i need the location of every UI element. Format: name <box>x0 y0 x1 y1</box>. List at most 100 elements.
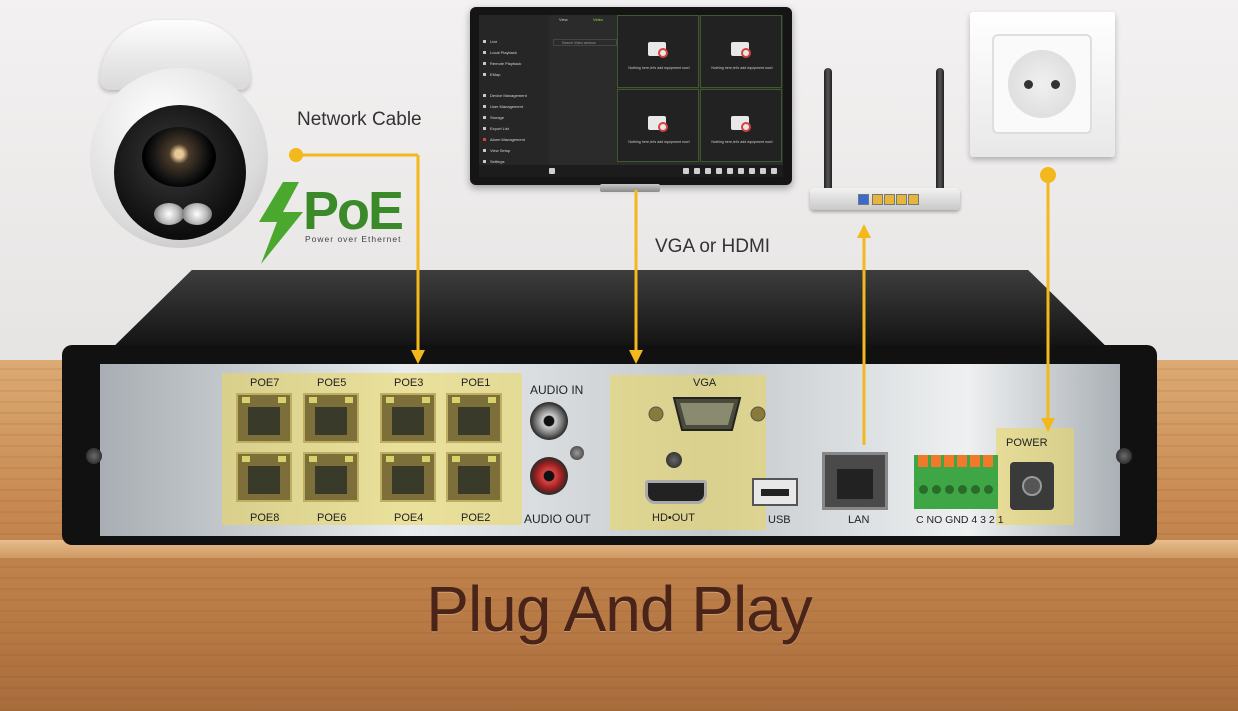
vga-port <box>648 397 766 431</box>
lan-port <box>822 452 888 510</box>
power-jack <box>1010 462 1054 510</box>
user-icon <box>483 105 486 109</box>
vga-hdmi-label: VGA or HDMI <box>655 236 771 257</box>
sidebar-item-remote-playback[interactable]: Remote Playback <box>483 61 521 66</box>
storage-icon <box>483 116 486 120</box>
nvr-ui-toolbar <box>479 165 783 177</box>
layout-1-icon[interactable] <box>683 168 689 174</box>
port-led <box>488 456 496 462</box>
device-icon <box>483 94 486 98</box>
port-led <box>309 397 317 403</box>
view-icon <box>483 149 486 153</box>
sidebar-item-local-playback[interactable]: Local Playback <box>483 50 517 55</box>
monitor-screen: Live Local Playback Remote Playback EMap… <box>479 15 783 177</box>
monitor: Live Local Playback Remote Playback EMap… <box>470 7 792 185</box>
search-icon <box>741 48 751 58</box>
sidebar-item-export-list[interactable]: Export List <box>483 126 509 131</box>
poe1-label: POE1 <box>461 377 491 389</box>
grid-icon[interactable] <box>771 168 777 174</box>
router-body <box>810 188 960 210</box>
live-icon <box>483 40 486 44</box>
socket-hole-left <box>1024 80 1033 89</box>
port-led <box>452 456 460 462</box>
port-led <box>309 456 317 462</box>
poe8-port <box>236 452 292 502</box>
map-icon <box>483 73 486 77</box>
search-icon <box>658 48 668 58</box>
search-input[interactable]: Search Video window <box>553 39 617 46</box>
gear-icon <box>483 160 486 164</box>
port-led <box>422 397 430 403</box>
sidebar-item-view-setup[interactable]: View Setup <box>483 148 510 153</box>
playback-icon <box>483 51 486 55</box>
router-lan-port <box>884 194 895 205</box>
tab-view[interactable]: View <box>559 17 568 22</box>
terminal-screw <box>984 485 993 494</box>
router-lan-port <box>872 194 883 205</box>
record-icon[interactable] <box>727 168 733 174</box>
fullscreen-icon[interactable] <box>760 168 766 174</box>
port-led <box>345 456 353 462</box>
hdmi-port <box>645 480 707 504</box>
video-grid: Nothing here,let's add equipment now! No… <box>617 15 783 163</box>
router-lan-port <box>896 194 907 205</box>
export-icon <box>483 127 486 131</box>
layout-9-icon[interactable] <box>705 168 711 174</box>
tab-video[interactable]: Video <box>593 17 604 22</box>
socket-hole-right <box>1051 80 1060 89</box>
terminal-screw <box>919 485 928 494</box>
vga-label: VGA <box>693 377 717 389</box>
sidebar-item-emap[interactable]: EMap <box>483 72 500 77</box>
usb-port <box>752 478 798 506</box>
camera-led-left <box>154 203 184 225</box>
layout-4-icon[interactable] <box>694 168 700 174</box>
port-led <box>242 456 250 462</box>
router-lan-port <box>908 194 919 205</box>
poe2-port <box>446 452 502 502</box>
poe-logo-subtitle: Power over Ethernet <box>305 234 402 244</box>
audio-in-jack <box>530 402 568 440</box>
video-tile[interactable]: Nothing here,let's add equipment now! <box>700 89 782 162</box>
chat-icon[interactable] <box>549 168 555 174</box>
screw-left <box>86 448 102 464</box>
monitor-stand <box>600 184 660 192</box>
lan-label: LAN <box>848 514 870 526</box>
search-icon <box>658 122 668 132</box>
port-led <box>488 397 496 403</box>
audio-out-jack <box>530 457 568 495</box>
terminal-pin <box>944 455 954 467</box>
alarm-terminal-block <box>914 455 998 509</box>
tile-message: Nothing here,let's add equipment now! <box>711 66 773 70</box>
sidebar-item-user-management[interactable]: User Management <box>483 104 523 109</box>
sidebar-item-live[interactable]: Live <box>483 39 497 44</box>
network-cable-label: Network Cable <box>297 109 422 130</box>
alarm-terminal-label: C NO GND 4 3 2 1 <box>916 514 1004 526</box>
sidebar-item-settings[interactable]: Settings <box>483 159 504 164</box>
usb-label: USB <box>768 514 791 526</box>
nvr-ui-tabs: View Video <box>549 15 623 25</box>
poe7-port <box>236 393 292 443</box>
sidebar-item-storage[interactable]: Storage <box>483 115 504 120</box>
video-screw <box>666 452 682 468</box>
ground-screw <box>570 446 584 460</box>
video-tile[interactable]: Nothing here,let's add equipment now! <box>617 89 699 162</box>
terminal-pin <box>931 455 941 467</box>
search-icon <box>741 122 751 132</box>
sidebar-item-device-management[interactable]: Device Management <box>483 93 527 98</box>
stop-icon[interactable] <box>738 168 744 174</box>
terminal-screw <box>971 485 980 494</box>
port-led <box>345 397 353 403</box>
play-icon[interactable] <box>749 168 755 174</box>
poe-logo: PoE Power over Ethernet <box>255 181 405 266</box>
lightning-bolt-icon <box>259 182 303 264</box>
terminal-screw <box>945 485 954 494</box>
poe1-port <box>446 393 502 443</box>
video-tile[interactable]: Nothing here,let's add equipment now! <box>700 15 782 88</box>
sidebar-item-alarm-management[interactable]: Alarm Management <box>483 137 525 142</box>
video-tile[interactable]: Nothing here,let's add equipment now! <box>617 15 699 88</box>
terminal-pin <box>970 455 980 467</box>
port-led <box>386 397 394 403</box>
snapshot-icon[interactable] <box>716 168 722 174</box>
poe8-label: POE8 <box>250 512 280 524</box>
camera-face <box>114 105 246 240</box>
